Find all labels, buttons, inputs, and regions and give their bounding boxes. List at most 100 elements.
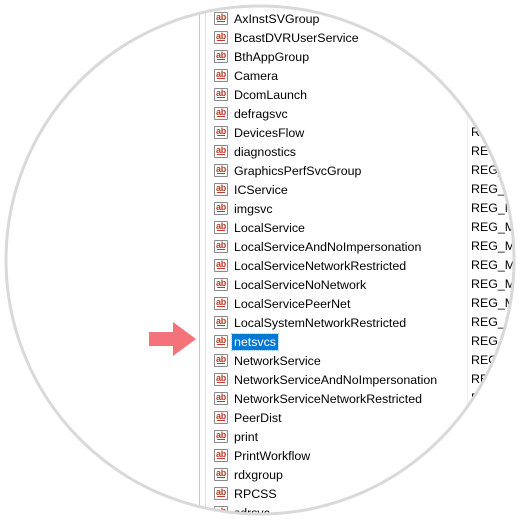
registry-value-name[interactable]: BcastDVRUserService xyxy=(234,30,359,45)
string-value-icon-label: ab xyxy=(216,69,226,79)
registry-value-row[interactable]: ab GraphicsPerfSvcGroup REG_ xyxy=(212,161,520,180)
string-value-icon: ab xyxy=(214,506,228,519)
registry-value-row[interactable]: ab LocalSystemNetworkRestricted REG_M xyxy=(212,313,520,332)
string-value-icon-label: ab xyxy=(216,202,226,212)
registry-value-row[interactable]: ab LocalServiceAndNoImpersonation REG_MU xyxy=(212,237,520,256)
string-value-icon-label: ab xyxy=(216,50,226,60)
registry-value-row[interactable]: ab PrintWorkflow xyxy=(212,446,520,465)
registry-value-name[interactable]: sdrsvc xyxy=(234,505,270,520)
registry-value-type: REG_M xyxy=(471,220,516,234)
registry-value-name[interactable]: LocalServicePeerNet xyxy=(234,296,351,311)
string-value-icon: ab xyxy=(214,107,228,120)
string-value-icon-label: ab xyxy=(216,12,226,22)
string-value-icon-label: ab xyxy=(216,240,226,250)
string-value-icon: ab xyxy=(214,202,228,215)
registry-value-type: REG_MU xyxy=(471,277,520,291)
string-value-icon-label: ab xyxy=(216,221,226,231)
registry-value-name[interactable]: PrintWorkflow xyxy=(234,448,311,463)
registry-value-type: REG_M xyxy=(471,315,516,329)
registry-value-name[interactable]: DcomLaunch xyxy=(234,87,308,102)
string-value-icon: ab xyxy=(214,411,228,424)
registry-value-name[interactable]: Camera xyxy=(234,68,279,83)
registry-value-row[interactable]: ab PeerDist xyxy=(212,408,520,427)
registry-value-row[interactable]: ab Camera xyxy=(212,66,520,85)
string-value-icon: ab xyxy=(214,392,228,405)
string-value-icon-label: ab xyxy=(216,126,226,136)
registry-value-name[interactable]: imgsvc xyxy=(234,201,273,216)
registry-value-name[interactable]: AxInstSVGroup xyxy=(234,11,320,26)
registry-value-row[interactable]: ab AxInstSVGroup xyxy=(212,9,520,28)
registry-value-type: REG_M xyxy=(471,296,516,310)
registry-value-type: REG_ xyxy=(471,163,505,177)
pane-divider-inner xyxy=(205,0,206,520)
string-value-icon-label: ab xyxy=(216,278,226,288)
registry-value-row[interactable]: ab NetworkServiceNetworkRestricted R xyxy=(212,389,520,408)
string-value-icon: ab xyxy=(214,449,228,462)
string-value-icon: ab xyxy=(214,278,228,291)
registry-value-name[interactable]: GraphicsPerfSvcGroup xyxy=(234,163,362,178)
registry-value-name[interactable]: LocalSystemNetworkRestricted xyxy=(234,315,407,330)
string-value-icon-label: ab xyxy=(216,164,226,174)
registry-value-row[interactable]: ab rdxgroup xyxy=(212,465,520,484)
registry-value-name[interactable]: NetworkServiceAndNoImpersonation xyxy=(234,372,438,387)
string-value-icon-label: ab xyxy=(216,297,226,307)
registry-value-type: REG_M xyxy=(471,182,516,196)
registry-value-name[interactable]: defragsvc xyxy=(234,106,288,121)
registry-value-name[interactable]: BthAppGroup xyxy=(234,49,310,64)
string-value-icon: ab xyxy=(214,297,228,310)
string-value-icon: ab xyxy=(214,88,228,101)
registry-value-name[interactable]: ICService xyxy=(234,182,288,197)
registry-value-type: R xyxy=(471,391,480,405)
registry-value-row[interactable]: ab LocalService REG_M xyxy=(212,218,520,237)
registry-value-name[interactable]: LocalService xyxy=(234,220,305,235)
registry-value-name[interactable]: NetworkServiceNetworkRestricted xyxy=(234,391,422,406)
string-value-icon: ab xyxy=(214,31,228,44)
registry-value-row[interactable]: ab sdrsvc xyxy=(212,503,520,520)
registry-value-name[interactable]: RPCSS xyxy=(234,486,277,501)
registry-value-name[interactable]: PeerDist xyxy=(234,410,282,425)
registry-value-name[interactable]: print xyxy=(234,429,259,444)
registry-value-name[interactable]: LocalServiceNoNetwork xyxy=(234,277,367,292)
registry-value-type: REG_ xyxy=(471,144,505,158)
string-value-icon: ab xyxy=(214,50,228,63)
string-value-icon-label: ab xyxy=(216,316,226,326)
string-value-icon: ab xyxy=(214,373,228,386)
registry-value-name[interactable]: rdxgroup xyxy=(234,467,283,482)
registry-value-name[interactable]: LocalServiceAndNoImpersonation xyxy=(234,239,422,254)
string-value-icon-label: ab xyxy=(216,145,226,155)
registry-value-row[interactable]: ab LocalServiceNoNetwork REG_MU xyxy=(212,275,520,294)
string-value-icon-label: ab xyxy=(216,468,226,478)
string-value-icon-label: ab xyxy=(216,411,226,421)
string-value-icon: ab xyxy=(214,164,228,177)
registry-value-row[interactable]: ab diagnostics REG_ xyxy=(212,142,520,161)
string-value-icon-label: ab xyxy=(216,354,226,364)
registry-value-row[interactable]: ab LocalServicePeerNet REG_M xyxy=(212,294,520,313)
registry-value-name[interactable]: diagnostics xyxy=(234,144,296,159)
registry-value-type: REG_MU xyxy=(471,239,520,253)
registry-value-row[interactable]: ab RPCSS xyxy=(212,484,520,503)
registry-value-name[interactable]: LocalServiceNetworkRestricted xyxy=(234,258,407,273)
registry-value-name[interactable]: NetworkService xyxy=(234,353,321,368)
string-value-icon-label: ab xyxy=(216,392,226,402)
pointer-arrow-icon xyxy=(149,322,196,356)
registry-value-row[interactable]: ab BcastDVRUserService xyxy=(212,28,520,47)
registry-value-name-selected[interactable]: netsvcs xyxy=(230,332,280,351)
registry-value-row[interactable]: ab defragsvc xyxy=(212,104,520,123)
string-value-icon-label: ab xyxy=(216,373,226,383)
string-value-icon: ab xyxy=(214,126,228,139)
string-value-icon-label: ab xyxy=(216,487,226,497)
pane-divider[interactable] xyxy=(199,0,200,520)
registry-value-row[interactable]: ab BthAppGroup xyxy=(212,47,520,66)
registry-value-name[interactable]: DevicesFlow xyxy=(234,125,305,140)
registry-value-row[interactable]: ab DcomLaunch xyxy=(212,85,520,104)
